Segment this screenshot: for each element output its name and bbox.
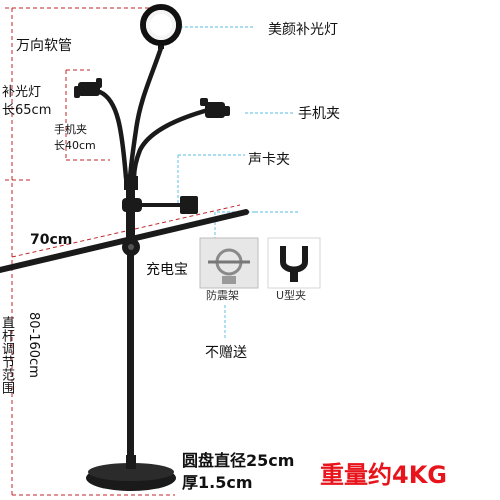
fill-light-length-line1: 补光灯 — [2, 85, 42, 100]
u-clip-image — [267, 237, 321, 289]
sound-card-clip-label: 声卡夹 — [248, 152, 290, 168]
phone-clip-label: 手机夹 — [298, 106, 340, 122]
shock-mount-image — [199, 237, 259, 289]
round-base — [86, 455, 176, 491]
base-thickness-label: 厚1.5cm — [182, 473, 253, 492]
shock-mount-label: 防震架 — [206, 289, 239, 302]
phone-clip-length-line1: 手机夹 — [54, 123, 87, 136]
not-included-label: 不赠送 — [205, 345, 247, 361]
ring-light-label: 美颜补光灯 — [268, 22, 338, 38]
boom-dimension-line — [11, 204, 241, 258]
u-clip-label: U型夹 — [276, 289, 307, 302]
base-diameter-label: 圆盘直径25cm — [182, 451, 295, 470]
weight-label: 重量约4KG — [320, 461, 447, 489]
pole-range-value: 80-160cm — [26, 312, 41, 378]
left-phone-clip — [74, 78, 102, 98]
sound-card-clamp — [122, 196, 198, 214]
goosenecks — [97, 45, 211, 181]
ring-light-gooseneck — [127, 45, 164, 181]
phone-clip-length-line2: 长40cm — [54, 139, 96, 152]
right-phone-gooseneck — [131, 107, 211, 181]
boom-length-label: 70cm — [30, 232, 73, 248]
left-phone-gooseneck — [97, 89, 129, 181]
ring-light — [140, 4, 182, 49]
dimension-lines — [5, 7, 241, 496]
gooseneck-hub — [124, 176, 138, 190]
pole-range-text: 直杆调节范围 — [0, 316, 14, 394]
right-phone-clip — [200, 98, 230, 118]
fill-light-length-line2: 长65cm — [2, 103, 52, 118]
accessory-callout — [214, 211, 255, 240]
boom-arm — [0, 209, 249, 273]
gooseneck-label: 万向软管 — [16, 38, 72, 54]
power-bank-label: 充电宝 — [146, 262, 188, 278]
